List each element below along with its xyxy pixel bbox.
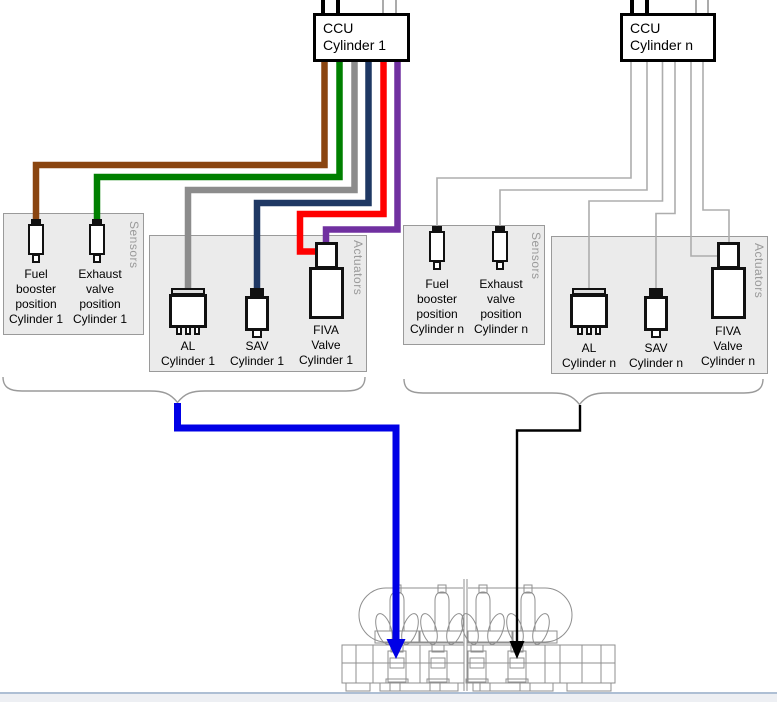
sensors-group-label-cyln: Sensors bbox=[529, 232, 543, 280]
wire-fiva-top-cyln bbox=[702, 62, 730, 246]
wire-fuel-booster-cyln bbox=[436, 62, 632, 230]
wire-exhaust-valve-cyln bbox=[499, 62, 648, 230]
wire-exhaust-valve-cyl1 bbox=[93, 62, 343, 224]
actuators-group-label-cyln: Actuators bbox=[752, 243, 766, 299]
engine-illustration bbox=[341, 579, 616, 692]
ccu-cylinder-n-box: CCU Cylinder n bbox=[620, 13, 716, 62]
ccu-cylinder-1-box: CCU Cylinder 1 bbox=[313, 13, 410, 62]
wire-fiva-top-cyl1 bbox=[322, 62, 401, 247]
ccu-uplink-stubs bbox=[321, 0, 709, 14]
sensors-box-cyl1 bbox=[3, 213, 144, 335]
brace-cyln bbox=[403, 378, 764, 406]
actuators-group-label-cyl1: Actuators bbox=[351, 240, 365, 296]
ccu-cylinder-n-title-line2: Cylinder n bbox=[630, 37, 694, 53]
bus-arrow-cyl1 bbox=[174, 403, 406, 659]
wire-fiva-left-cyln bbox=[690, 62, 718, 257]
wire-fiva-left-cyl1 bbox=[296, 62, 387, 255]
bus-arrow-cyln bbox=[509, 405, 582, 659]
wire-fuel-booster-cyl1 bbox=[32, 62, 328, 224]
sensors-box-cyln bbox=[403, 225, 545, 345]
ccu-cylinder-1-title-line2: Cylinder 1 bbox=[323, 37, 387, 53]
ccu-cylinder-1-title-line1: CCU bbox=[323, 20, 354, 36]
brace-cyl1 bbox=[2, 376, 366, 404]
sensors-group-label-cyl1: Sensors bbox=[127, 221, 141, 269]
ccu-cylinder-n-title-line1: CCU bbox=[630, 20, 661, 36]
page-bottom-bar bbox=[0, 692, 777, 702]
